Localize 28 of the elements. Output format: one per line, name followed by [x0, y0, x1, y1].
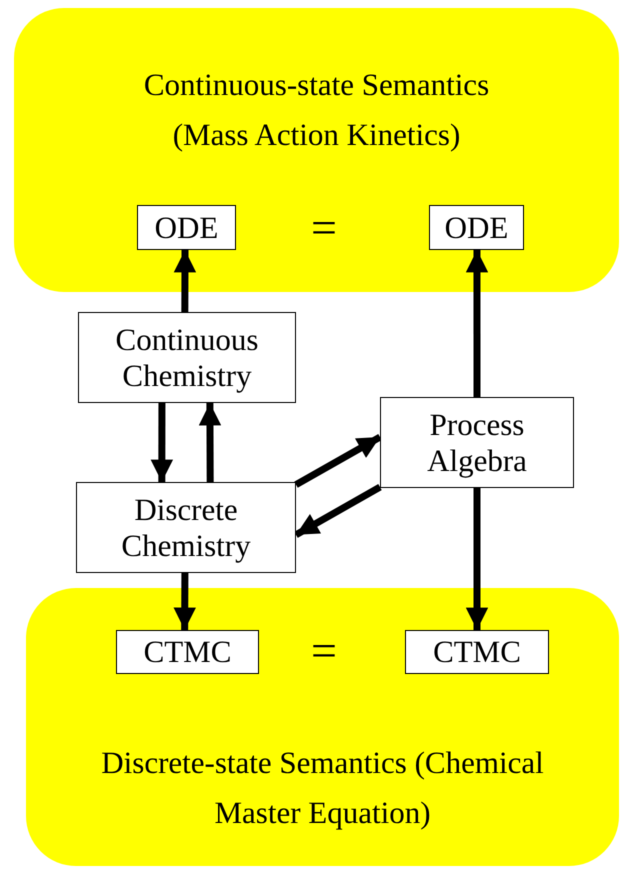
box-label: ODE: [444, 208, 508, 247]
process-box: [405, 630, 549, 674]
arrow: [150, 403, 174, 482]
equals-sign: =: [311, 205, 337, 251]
process-box: [429, 205, 524, 250]
arrow: [294, 434, 382, 488]
arrow: [174, 250, 196, 312]
panel-heading: Discrete-state Semantics (Chemical Master Equation): [100, 744, 545, 832]
box-label: ODE: [154, 208, 218, 247]
process-box: [78, 312, 296, 403]
box-label: Continuous Chemistry: [114, 322, 260, 394]
process-box: [137, 205, 236, 250]
panel-heading: Continuous-state Semantics (Mass Action Kinetics): [142, 66, 490, 154]
process-box: [380, 397, 574, 488]
box-label: CTMC: [144, 633, 232, 672]
box-label: Process Algebra: [426, 406, 528, 478]
arrow: [174, 572, 196, 630]
arrow: [294, 484, 382, 538]
arrow: [198, 402, 222, 482]
semantics-panel: [14, 8, 619, 292]
box-label: CTMC: [433, 633, 521, 672]
process-box: [76, 482, 296, 573]
box-label: Discrete Chemistry: [120, 492, 252, 564]
semantics-panel: [26, 588, 619, 866]
process-box: [116, 630, 259, 674]
equals-sign: =: [311, 628, 337, 674]
arrow: [466, 488, 488, 630]
arrow: [466, 250, 488, 397]
